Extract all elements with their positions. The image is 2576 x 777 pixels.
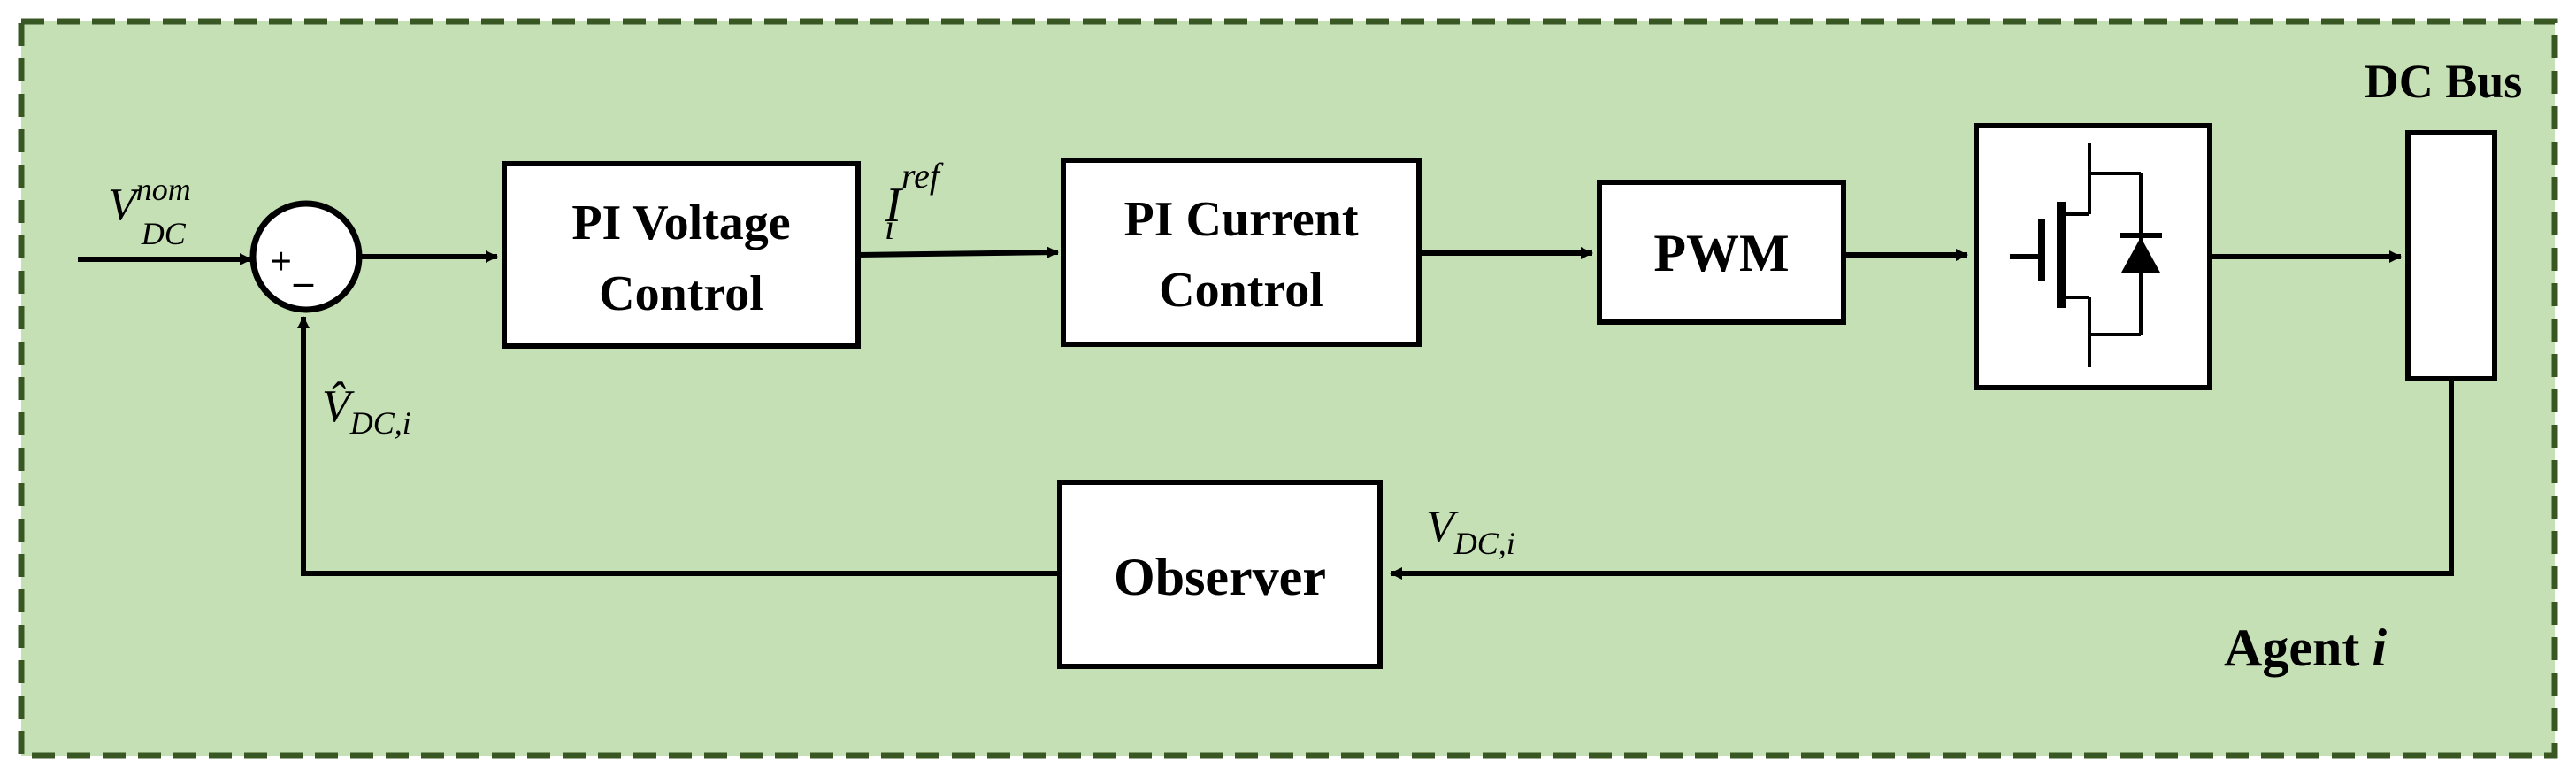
summing-junction: + _ <box>249 200 363 313</box>
observer-block: Observer <box>1057 480 1383 669</box>
minus-sign: _ <box>293 247 314 290</box>
power-switch-block <box>1974 123 2212 390</box>
mosfet-with-diode-icon <box>2010 143 2162 367</box>
pwm-block: PWM <box>1597 180 1846 325</box>
dc-bus-label: DC Bus <box>2365 55 2523 108</box>
arrow-pi-voltage-to-pi-current <box>857 246 1059 259</box>
vdci-label: VDC,i <box>1426 502 1515 561</box>
plus-sign: + <box>270 240 292 283</box>
pi-voltage-line1: PI Voltage <box>571 196 790 250</box>
feedback-observer-to-junction <box>297 316 1060 576</box>
pi-current-control-block: PI Current Control <box>1061 158 1422 347</box>
observer-label: Observer <box>1114 548 1326 606</box>
pi-voltage-line2: Control <box>599 266 763 321</box>
feedback-bus-to-observer <box>1390 379 2454 580</box>
vhat-label: V̂DC,i <box>322 381 411 441</box>
pwm-label: PWM <box>1653 224 1789 282</box>
pi-current-line1: PI Current <box>1124 192 1359 247</box>
pi-current-line2: Control <box>1159 263 1323 318</box>
dc-bus-bar <box>2405 130 2497 381</box>
pi-voltage-control-block: PI Voltage Control <box>502 161 861 349</box>
